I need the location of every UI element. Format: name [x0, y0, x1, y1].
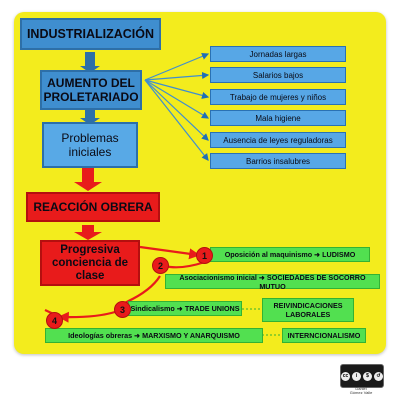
arrow-head-4: [74, 232, 102, 240]
author-line1: Daniel: [355, 386, 367, 391]
arrow-head-1: [80, 66, 100, 73]
problem-label: Trabajo de mujeres y niños: [229, 92, 327, 102]
arrow-head-3: [74, 182, 102, 191]
badge-number: 1: [201, 250, 207, 261]
problem-item: Salarios bajos: [210, 67, 346, 83]
creative-commons-license: cc i $ ↺: [340, 364, 384, 388]
arrow-head-2: [80, 118, 100, 125]
conciencia-de-clase-box: Progresiva conciencia de clase: [40, 240, 140, 286]
outcome-links: [242, 308, 282, 336]
stage-label: Asociacionismo inicial ➜ SOCIEDADES DE S…: [179, 272, 366, 291]
reivindicaciones-line1: REIVINDICACIONES: [273, 301, 343, 310]
internacionalismo-label: INTERNCIONALISMO: [287, 331, 361, 340]
stage-number-badge: 2: [152, 257, 169, 274]
internacionalismo-box: INTERNCIONALISMO: [282, 328, 366, 343]
problem-label: Salarios bajos: [252, 70, 304, 80]
reivindicaciones-box: REIVINDICACIONES LABORALES: [262, 298, 354, 322]
problem-item: Mala higiene: [210, 110, 346, 126]
stage-item: Ideologías obreras ➜ MARXISMO Y ANARQUIS…: [45, 328, 263, 343]
badge-number: 3: [119, 304, 125, 315]
author-credit: Daniel Gómez Valle: [338, 387, 384, 395]
aumento-proletariado-box: AUMENTO DEL PROLETARIADO: [40, 70, 142, 110]
aumento-label-line2: PROLETARIADO: [43, 90, 139, 104]
cc-icon: cc: [341, 371, 350, 381]
problem-label: Barrios insalubres: [245, 156, 311, 166]
problem-item: Jornadas largas: [210, 46, 346, 62]
badge-number: 2: [157, 260, 163, 271]
conciencia-label-line2: conciencia de: [51, 256, 129, 269]
industrializacion-label: INDUSTRIALIZACIÓN: [26, 27, 155, 41]
problem-item: Ausencia de leyes reguladoras: [210, 132, 346, 148]
sa-icon: ↺: [374, 371, 383, 381]
nc-icon: $: [363, 371, 372, 381]
problem-label: Jornadas largas: [249, 49, 307, 59]
problem-fan-lines: [144, 52, 210, 161]
stage-label: Sindicalismo ➜ TRADE UNIONS: [130, 304, 240, 313]
conciencia-label-line1: Progresiva: [60, 243, 120, 256]
stage-label: Ideologías obreras ➜ MARXISMO Y ANARQUIS…: [68, 331, 240, 340]
problem-label: Mala higiene: [255, 113, 301, 123]
stage-number-badge: 4: [46, 312, 63, 329]
stage-number-badge: 1: [196, 247, 213, 264]
problem-item: Trabajo de mujeres y niños: [210, 89, 346, 105]
problem-label: Ausencia de leyes reguladoras: [223, 135, 333, 145]
stage-number-badge: 3: [114, 301, 131, 318]
reaccion-label: REACCIÓN OBRERA: [33, 200, 153, 214]
aumento-label-line1: AUMENTO DEL: [47, 76, 135, 90]
industrializacion-box: INDUSTRIALIZACIÓN: [20, 18, 161, 50]
stage-item: Oposición al maquinismo ➜ LUDISMO: [210, 247, 370, 262]
problem-item: Barrios insalubres: [210, 153, 346, 169]
stage-label: Oposición al maquinismo ➜ LUDISMO: [224, 250, 356, 259]
reaccion-obrera-box: REACCIÓN OBRERA: [26, 192, 160, 222]
problemas-label-line1: Problemas: [61, 131, 119, 145]
badge-number: 4: [51, 315, 57, 326]
by-icon: i: [352, 371, 361, 381]
stage-item: Sindicalismo ➜ TRADE UNIONS: [128, 301, 242, 316]
problemas-iniciales-box: Problemas iniciales: [42, 122, 138, 168]
problemas-label-line2: iniciales: [68, 145, 112, 159]
stage-item: Asociacionismo inicial ➜ SOCIEDADES DE S…: [165, 272, 380, 291]
author-line2: Gómez Valle: [349, 390, 373, 395]
conciencia-label-line3: clase: [75, 269, 105, 282]
reivindicaciones-line2: LABORALES: [285, 310, 331, 319]
